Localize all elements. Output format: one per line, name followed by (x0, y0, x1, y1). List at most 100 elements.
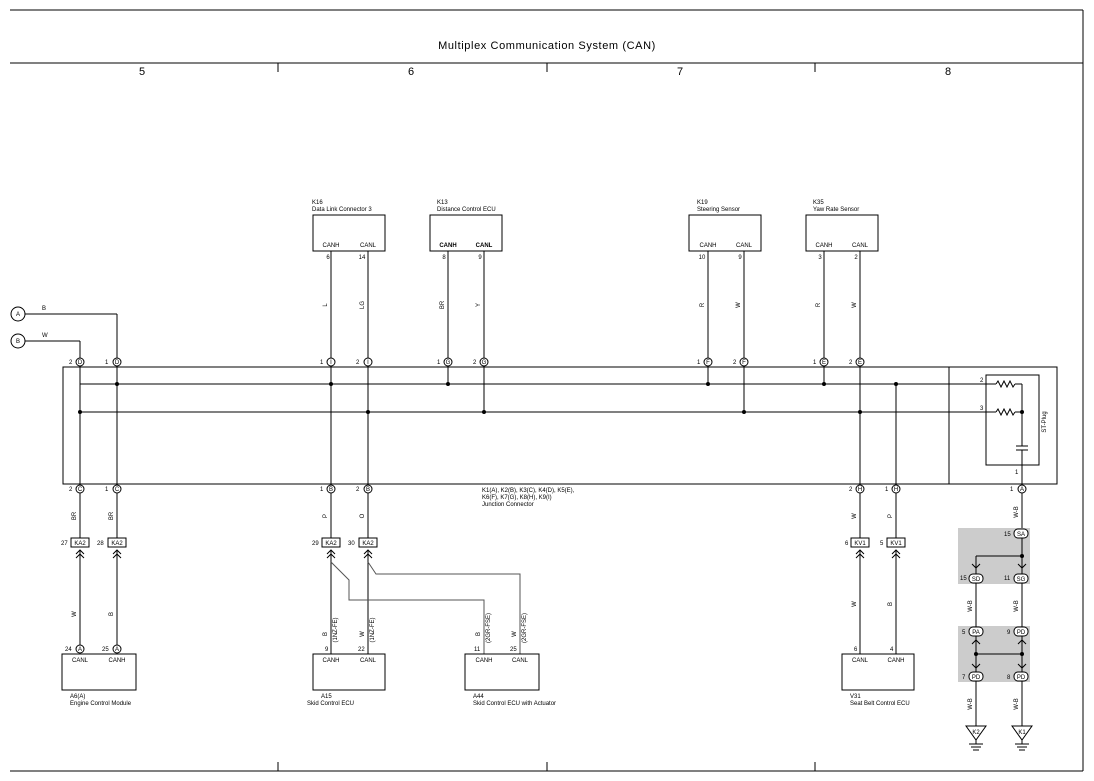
gnd-wire-l2: W-B (968, 698, 974, 710)
ecu-k35-pin-canl: 2 (854, 255, 858, 261)
ecu-k13-conn-letter-2: G (482, 360, 487, 366)
ic1-left: KA2 (74, 541, 86, 547)
ic3-left-pin: 6 (845, 541, 849, 547)
gnd-sg-pin: 11 (1004, 576, 1011, 582)
ic1-left-pin: 27 (61, 541, 68, 547)
column-7: 7 (677, 66, 683, 78)
ecu-k13-canh: CANH (439, 243, 456, 249)
ref-a-letter: A (16, 312, 20, 318)
ecu-k35: K35 Yaw Rate Sensor CANH CANL 3 2 R W 1 … (805, 200, 879, 367)
ecu-v31-canl: CANL (852, 658, 869, 664)
ecu-a6-canl: CANL (72, 658, 89, 664)
ecu-a44-name: Skid Control ECU with Actuator (473, 701, 556, 707)
ecu-k13-canl: CANL (476, 243, 493, 249)
ecu-v31-pin-canl: 6 (854, 647, 858, 653)
bconn-b-pin-1: 1 (320, 487, 324, 493)
page-title: Multiplex Communication System (CAN) (438, 40, 656, 52)
ecu-a6-code: A6(A) (70, 694, 85, 700)
ecu-k35-code: K35 (813, 200, 824, 206)
ic3-right-pin: 5 (880, 541, 884, 547)
ecu-k16-canh: CANH (322, 243, 339, 249)
ecu-k35-canl: CANL (852, 243, 869, 249)
ecu-k16-conn-letter-1: I (330, 360, 332, 366)
ecu-k19-conn-pin-1: 1 (697, 360, 701, 366)
junction-connector: K1(A), K2(B), K3(C), K4(D), K5(E), K6(F)… (62, 365, 1058, 508)
junction-label-3: Junction Connector (482, 502, 534, 508)
ecu-k13-conn-letter-1: G (446, 360, 451, 366)
ecu-k16-wire-canl: LG (360, 301, 366, 309)
ground-section: 15 SA 15 SD 11 SG W-B W-B 5 PA 9 PD 7 (958, 528, 1033, 751)
gnd-pd-l-pin: 7 (962, 675, 966, 681)
ecu-a15-canh: CANH (322, 658, 339, 664)
junction-label-2: K6(F), K7(G), K8(H), K9(I) (482, 495, 552, 501)
bconn-c-pin-1: 1 (105, 487, 109, 493)
ecu-k19-code: K19 (697, 200, 708, 206)
ecu-a44-variant-1: (2GR-FSE) (486, 613, 492, 643)
gnd-pd-top-pin: 9 (1007, 630, 1011, 636)
ref-a-wire: B (42, 306, 46, 312)
frame (10, 9, 1084, 772)
ecu-k13-wire-canl: Y (476, 303, 482, 307)
ecu-a6-canh: CANH (108, 658, 125, 664)
gnd-wire-r1: W-B (1014, 600, 1020, 612)
ecu-k16: K16 Data Link Connector 3 CANH CANL 6 14… (312, 200, 386, 367)
ecu-k35-wire-canl: W (852, 302, 858, 308)
ecu-k13-name: Distance Control ECU (437, 207, 496, 213)
st-plug-pin-3: 3 (980, 406, 984, 412)
ecu-a6-wire-canl: W (72, 611, 78, 617)
ref-b-letter: B (16, 339, 20, 345)
ecu-a15-canl: CANL (360, 658, 377, 664)
ecu-a44-pin-canl: 25 (510, 647, 517, 653)
ecu-a44-canh: CANH (475, 658, 492, 664)
ecu-a15: B (1NZ-FE) W (1NZ-FE) 9 22 CANH CANL A15… (307, 618, 386, 707)
ecu-k19-conn-pin-2: 2 (733, 360, 737, 366)
ecu-bottom-wires (79, 550, 897, 654)
ic3-left: KV1 (854, 541, 866, 547)
ecu-k35-conn-pin-1: 1 (813, 360, 817, 366)
ecu-v31-pin-canh: 4 (890, 647, 894, 653)
ic1-right: KA2 (111, 541, 123, 547)
ecu-a6-letter-canl: A (78, 647, 82, 653)
gnd-sa-letter: SA (1017, 532, 1025, 538)
ecu-a15-name: Skid Control ECU (307, 701, 354, 707)
gnd-pd-top-letter: PD (1017, 630, 1026, 636)
ecu-a44-pin-canh: 11 (474, 647, 481, 653)
ecu-k16-name: Data Link Connector 3 (312, 207, 372, 213)
ecu-k13-wire-canh: BR (440, 300, 446, 309)
wire-c2: BR (72, 511, 78, 520)
ecu-a15-variant-1: (1NZ-FE) (333, 618, 339, 643)
ecu-k16-wire-canh: L (323, 303, 329, 307)
ecu-k35-pin-canh: 3 (818, 255, 822, 261)
gnd-pa-pin: 5 (962, 630, 966, 636)
ecu-a44-variant-2: (2GR-FSE) (522, 613, 528, 643)
ecu-k16-pin-canh: 6 (326, 255, 330, 261)
wire-h2: W (852, 513, 858, 519)
ecu-k13-conn-pin-2: 2 (473, 360, 477, 366)
gnd-sa-pin: 15 (1004, 532, 1011, 538)
ecu-k16-canl: CANL (360, 243, 377, 249)
ecu-k13-conn-pin-1: 1 (437, 360, 441, 366)
ecu-k19-pin-canh: 10 (699, 255, 706, 261)
ecu-a6-letter-canh: A (115, 647, 119, 653)
bconn-b-letter-1: B (329, 487, 333, 493)
ecu-k35-name: Yaw Rate Sensor (813, 207, 859, 213)
ecu-k16-conn-pin-2: 2 (356, 360, 360, 366)
ecu-k35-canh: CANH (815, 243, 832, 249)
ecu-v31-name: Seat Belt Control ECU (850, 701, 910, 707)
reference-connectors: A B B W 2 D 1 D (10, 306, 122, 367)
ecu-a44-code: A44 (473, 694, 484, 700)
bconn-c-pin-2: 2 (69, 487, 73, 493)
wire-h1: P (888, 514, 894, 518)
bconn-h-pin-2: 2 (849, 487, 853, 493)
ecu-k16-conn-pin-1: 1 (320, 360, 324, 366)
bconn-b-pin-2: 2 (356, 487, 360, 493)
ecu-k35-wire-canh: R (816, 302, 822, 307)
ecu-k19-wire-canl: W (736, 302, 742, 308)
tl-conn-pin-2: 2 (69, 360, 73, 366)
junction-label-1: K1(A), K2(B), K3(C), K4(D), K5(E), (482, 488, 575, 494)
tl-conn-pin-1: 1 (105, 360, 109, 366)
ecu-k16-pin-canl: 14 (359, 255, 366, 261)
tl-conn-letter-2: D (78, 360, 83, 366)
ic2-right-pin: 30 (348, 541, 355, 547)
